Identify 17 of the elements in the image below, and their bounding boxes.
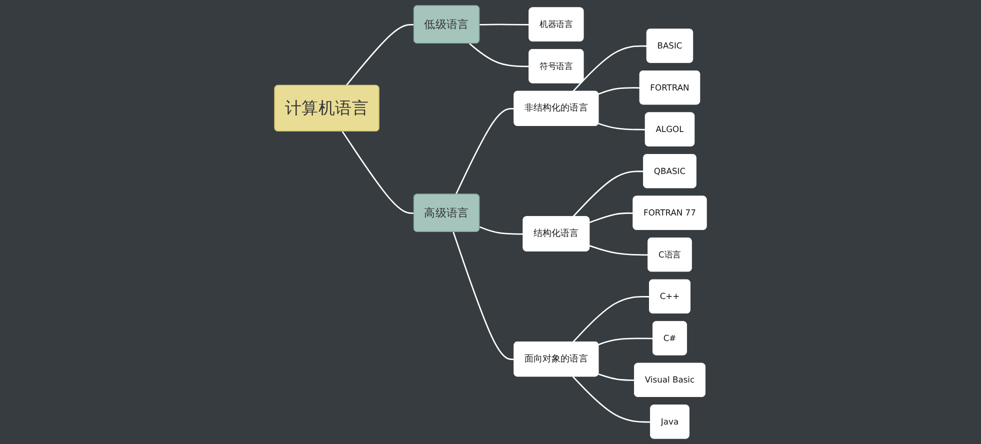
- connector: [572, 170, 644, 218]
- connector: [598, 338, 654, 346]
- connector: [572, 45, 648, 92]
- connector: [452, 232, 514, 360]
- connector: [572, 376, 651, 423]
- connector: [469, 42, 530, 68]
- connector: [455, 108, 514, 195]
- connector: [572, 296, 650, 343]
- connector: [346, 24, 414, 86]
- connector: [589, 212, 634, 224]
- connector: [479, 226, 524, 235]
- connector: [480, 24, 530, 26]
- connector: [598, 122, 646, 130]
- connector: [342, 131, 414, 214]
- connector: [598, 87, 640, 95]
- connector: [589, 245, 648, 256]
- connector: [598, 373, 635, 381]
